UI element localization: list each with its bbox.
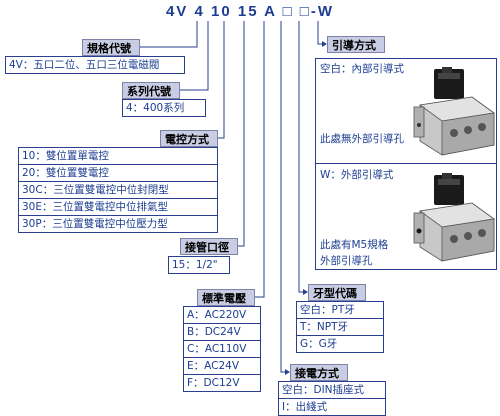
thread-title: 牙型代碼 — [308, 284, 366, 301]
thread-option: 空白：PT牙 — [300, 304, 355, 316]
connector-wiring — [280, 21, 285, 373]
connector-pilot — [317, 21, 322, 45]
port-option: 15：1/2" — [172, 259, 218, 271]
pilot-external-label: W：外部引導式 — [320, 169, 394, 181]
thread-option: T：NPT牙 — [297, 318, 383, 335]
series-options: 4：400系列 — [122, 99, 206, 117]
pilot-internal-note: 此處無外部引導孔 — [320, 133, 404, 145]
connector-series — [180, 21, 209, 91]
spec-options: 4V：五口二位、五口三位電磁閥 — [5, 56, 185, 74]
control-options: 10：雙位置單電控 20：雙位置雙電控 30C：三位置雙電控中位封閉型 30E：… — [18, 147, 218, 233]
spec-title: 規格代號 — [82, 39, 140, 56]
control-option: 20：雙位置雙電控 — [19, 164, 217, 181]
pilot-external-note-1: 此處有M5規格 — [320, 239, 389, 251]
pilot-external-note-2: 外部引導孔 — [320, 255, 373, 267]
valve-internal-image — [413, 67, 496, 156]
valve-external-image — [413, 173, 496, 262]
connector-control — [218, 21, 225, 139]
series-title: 系列代號 — [122, 82, 180, 99]
spec-option: 4V：五口二位、五口三位電磁閥 — [9, 59, 160, 71]
thread-options: 空白：PT牙 T：NPT牙 G：G牙 — [296, 301, 384, 353]
port-options: 15：1/2" — [168, 256, 230, 274]
control-option: 30C：三位置雙電控中位封閉型 — [19, 181, 217, 198]
pilot-divider — [316, 163, 496, 164]
voltage-option: E：AC24V — [184, 357, 260, 374]
voltage-option: A：AC220V — [187, 309, 247, 321]
voltage-options: A：AC220V B：DC24V C：AC110V E：AC24V F：DC12… — [183, 306, 261, 392]
control-option: 10：雙位置單電控 — [22, 150, 109, 162]
control-title: 電控方式 — [160, 130, 218, 147]
pilot-internal-label: 空白：內部引導式 — [320, 63, 404, 75]
wiring-options: 空白：DIN插座式 I：出綫式 — [278, 381, 386, 416]
voltage-option: F：DC12V — [184, 374, 260, 391]
series-option: 4：400系列 — [126, 102, 185, 114]
pilot-panel: 空白：內部引導式 此處無外部引導孔 W：外部引導式 — [315, 58, 497, 270]
wiring-option: 空白：DIN插座式 — [282, 384, 365, 396]
connector-thread — [298, 21, 303, 293]
connector-port — [238, 21, 245, 247]
voltage-title: 標準電壓 — [197, 289, 255, 306]
pilot-title: 引導方式 — [327, 36, 385, 53]
wiring-option: I：出綫式 — [279, 398, 385, 415]
connector-voltage — [255, 21, 265, 298]
port-title: 接管口徑 — [180, 238, 238, 255]
control-option: 30P：三位置雙電控中位壓力型 — [19, 215, 217, 232]
thread-option: G：G牙 — [297, 335, 383, 352]
wiring-title: 接電方式 — [290, 364, 348, 381]
voltage-option: B：DC24V — [184, 323, 260, 340]
model-code-title: 4V 4 10 15 A □ □-W — [165, 3, 335, 20]
voltage-option: C：AC110V — [184, 340, 260, 357]
connector-spec — [140, 21, 198, 48]
control-option: 30E：三位置雙電控中位排氣型 — [19, 198, 217, 215]
